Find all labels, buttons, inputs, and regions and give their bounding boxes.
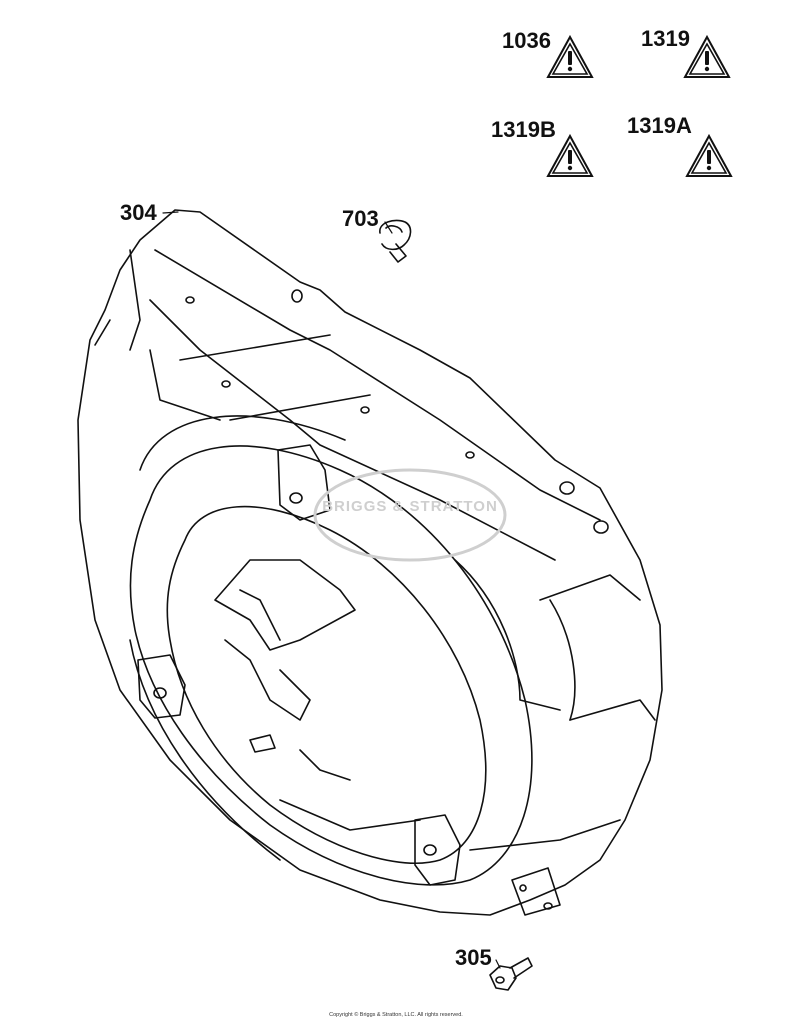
warning-triangle-icon (546, 34, 594, 78)
callout-305: 305 (455, 945, 492, 970)
mounting-bracket (511, 867, 561, 916)
screw-part (489, 957, 533, 991)
callout-1319b: 1319B (491, 117, 556, 142)
callout-1319a: 1319A (627, 113, 692, 138)
mounting-boss (277, 444, 331, 521)
housing-hole (185, 296, 475, 459)
hose-clip-part (379, 219, 412, 263)
watermark-text: BRIGGS & STRATTON (322, 498, 498, 515)
callout-703: 703 (342, 206, 379, 231)
callout-1036: 1036 (502, 28, 551, 53)
callout-1319: 1319 (641, 26, 690, 51)
mounting-boss (414, 814, 461, 886)
callout-304: 304 (120, 200, 157, 225)
warning-triangle-icon (683, 34, 731, 78)
mounting-boss (559, 481, 609, 534)
callout-leader-lines (162, 211, 501, 969)
blower-housing-part (77, 209, 663, 916)
watermark-logo (313, 468, 507, 562)
mounting-boss (137, 654, 186, 719)
warning-triangle-icon (685, 133, 733, 177)
warning-triangle-icon (546, 133, 594, 177)
copyright-footer: Copyright © Briggs & Stratton, LLC. All … (329, 1012, 463, 1018)
mounting-boss (291, 289, 303, 303)
